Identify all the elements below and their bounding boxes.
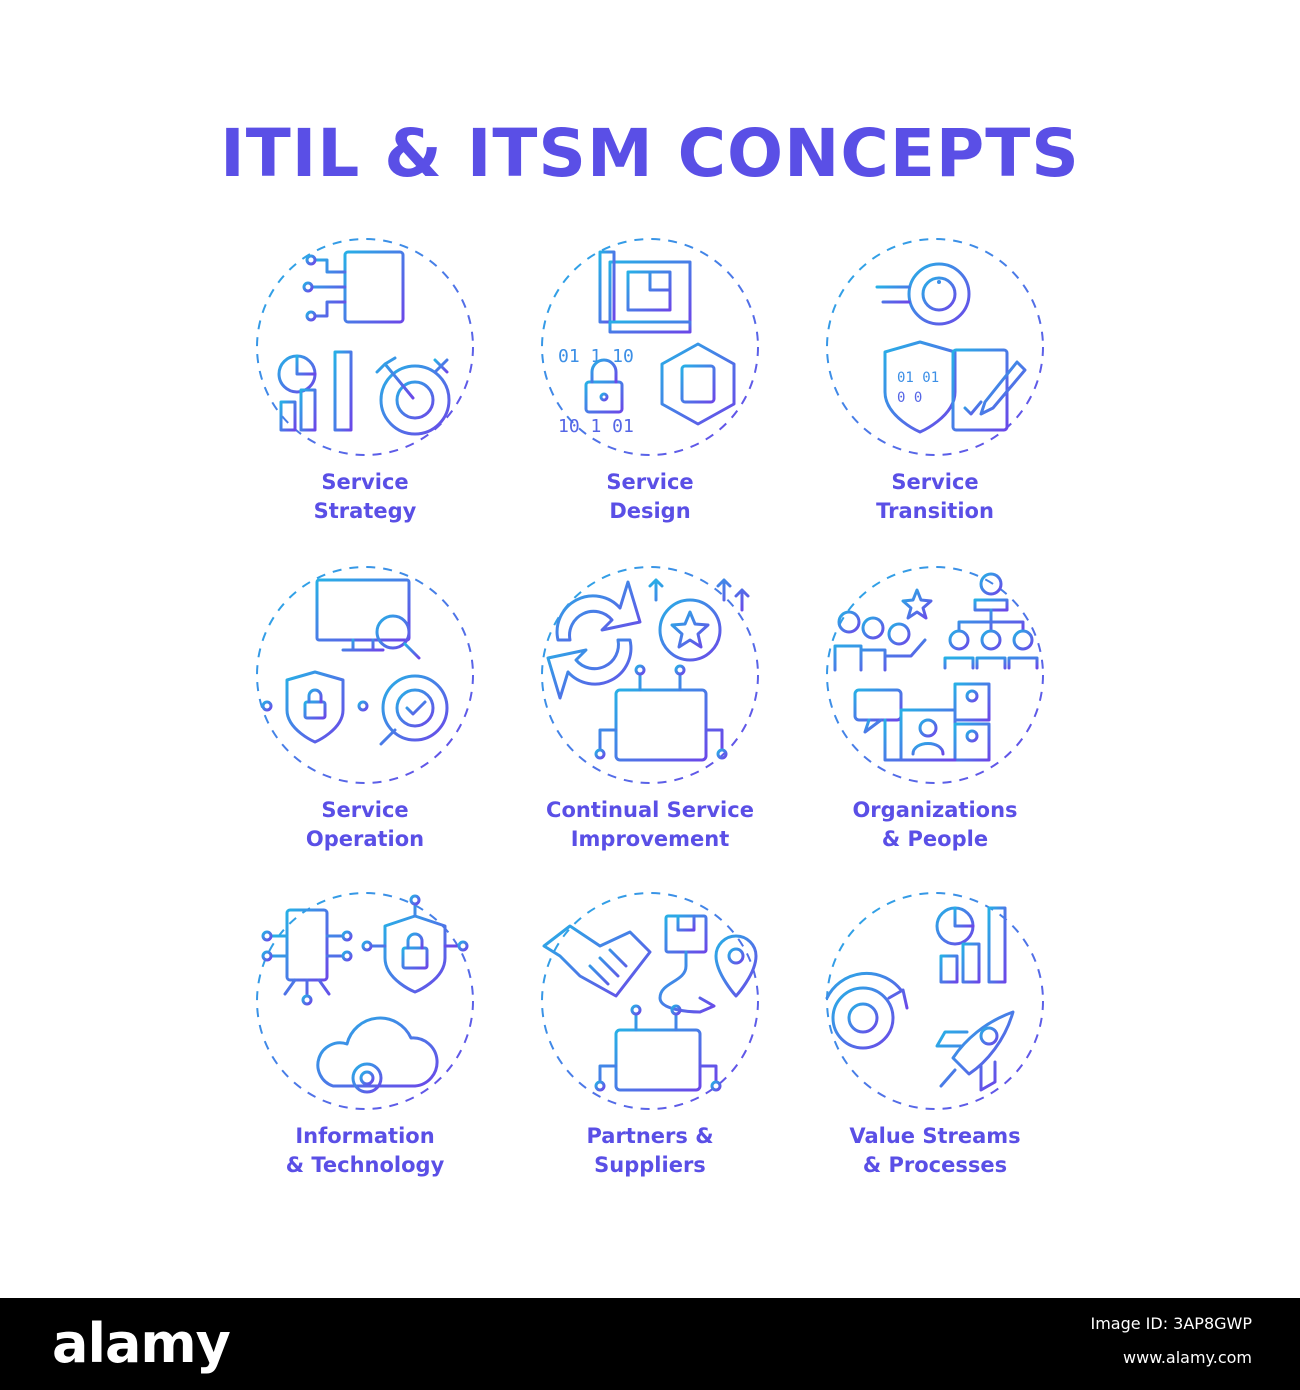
dashed-ring <box>256 566 474 784</box>
target-icon <box>375 356 451 436</box>
lock-shield-icon <box>361 894 469 994</box>
concept-label: Organizations & People <box>852 798 1018 851</box>
star-gear-icon <box>648 578 750 662</box>
page-title: ITIL & ITSM CONCEPTS <box>220 115 1080 192</box>
circuit-window-icon <box>594 664 728 762</box>
dashed-ring <box>826 566 1044 784</box>
cloud-gear-icon <box>316 1016 439 1094</box>
concept-label: Continual Service Improvement <box>546 798 754 851</box>
circuit-server-icon <box>261 908 353 1006</box>
gear-check-icon <box>379 674 449 746</box>
value-streams-processes-illustration <box>825 892 1044 1110</box>
dashed-ring <box>256 238 474 456</box>
network-server-icon <box>660 342 736 426</box>
package-location-icon <box>658 914 758 1014</box>
blueprint-icon <box>598 250 692 334</box>
svg-text:0 0: 0 0 <box>897 390 922 406</box>
service-operation-illustration <box>256 566 474 784</box>
dashed-ring <box>541 566 759 784</box>
refresh-arrows-icon <box>546 580 642 700</box>
concept-card-service-operation: Service Operation <box>235 560 495 890</box>
circuit-document-icon <box>302 250 405 324</box>
image-id-text: Image ID: 3AP8GWP <box>1090 1314 1252 1333</box>
monitor-search-icon <box>315 578 421 660</box>
bar-chart-icon <box>277 350 353 432</box>
information-technology-illustration <box>256 892 474 1110</box>
info-gear-icon <box>875 262 971 326</box>
concept-card-service-strategy: Service Strategy <box>235 232 495 562</box>
dashed-ring <box>826 238 1044 456</box>
org-chart-icon <box>943 572 1039 670</box>
service-strategy-illustration <box>256 238 474 456</box>
handshake-icon <box>542 924 652 998</box>
video-call-icon <box>853 682 991 762</box>
partners-suppliers-illustration <box>541 892 759 1110</box>
concept-label: Service Transition <box>876 470 994 523</box>
continual-service-improvement-illustration <box>541 566 759 784</box>
concept-label: Service Strategy <box>313 470 417 523</box>
dashed-ring <box>541 892 759 1110</box>
binary-lock-icon: 01 1 10 10 1 01 <box>558 346 634 437</box>
concept-card-partners-suppliers: Partners & Suppliers <box>520 886 780 1216</box>
concept-card-organizations-people: Organizations & People <box>805 560 1065 890</box>
site-url-text: www.alamy.com <box>1123 1348 1252 1367</box>
concept-label: Service Design <box>606 470 694 523</box>
dashed-ring <box>256 892 474 1110</box>
concept-card-service-transition: 01 01 0 0 Service Transition <box>805 232 1065 562</box>
lock-shield-icon <box>261 670 369 744</box>
circuit-window-icon <box>594 1004 722 1092</box>
gear-cycle-icon <box>825 971 909 1050</box>
dashed-ring <box>541 238 759 456</box>
service-design-illustration: 01 1 10 10 1 01 <box>541 238 759 456</box>
concept-label: Information & Technology <box>285 1124 445 1177</box>
rocket-icon <box>935 1010 1015 1092</box>
concept-label: Value Streams & Processes <box>849 1124 1021 1177</box>
dashed-ring <box>826 892 1044 1110</box>
concept-label: Partners & Suppliers <box>586 1124 714 1177</box>
concept-card-information-technology: Information & Technology <box>235 886 495 1216</box>
watermark-footer: alamy Image ID: 3AP8GWP www.alamy.com <box>0 1298 1300 1390</box>
concept-card-value-streams-processes: Value Streams & Processes <box>805 886 1065 1216</box>
concept-card-service-design: 01 1 10 10 1 01 Service Design <box>520 232 780 562</box>
concept-label: Service Operation <box>305 798 425 851</box>
organizations-people-illustration <box>826 566 1044 784</box>
svg-text:10 1 01: 10 1 01 <box>558 416 634 437</box>
svg-text:01 1 10: 01 1 10 <box>558 346 634 367</box>
concept-card-continual-service-improvement: Continual Service Improvement <box>520 560 780 890</box>
team-star-icon <box>833 588 933 672</box>
service-transition-illustration: 01 01 0 0 <box>826 238 1044 456</box>
checklist-pencil-icon <box>951 348 1027 432</box>
bar-chart-icon <box>929 906 1019 984</box>
binary-shield-icon: 01 01 0 0 <box>883 340 957 434</box>
svg-text:01 01: 01 01 <box>897 370 939 386</box>
brand-logo: alamy <box>52 1312 231 1375</box>
